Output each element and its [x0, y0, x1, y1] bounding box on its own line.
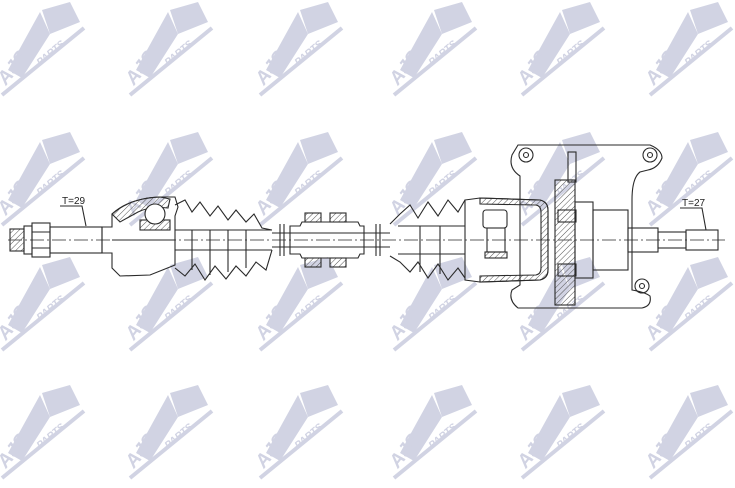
watermark-logo-icon: AJS PARTS [385, 132, 478, 227]
watermark-logo-icon: AJS PARTS [0, 257, 86, 352]
outer-cv-boot [174, 199, 273, 281]
watermark-logo-icon: AJS PARTS [251, 385, 344, 480]
watermark-logo-icon: AJS PARTS [513, 385, 606, 480]
watermark-logo-icon: AJS PARTS [641, 257, 734, 352]
inner-cv-boot [389, 199, 466, 281]
watermark-logo-icon: AJS PARTS [385, 2, 478, 97]
watermark-logo-icon: AJS PARTS [641, 132, 734, 227]
watermark-logo-icon: AJS PARTS [513, 2, 606, 97]
support-bearing [554, 179, 629, 306]
bearing-bracket [510, 144, 663, 309]
ajs-parts-watermark: AJS PARTS [385, 383, 502, 483]
left-spline-label: T=29 [62, 196, 86, 207]
ajs-parts-watermark: AJS PARTS [121, 383, 238, 483]
ajs-parts-watermark: AJS PARTS [251, 0, 368, 100]
ajs-parts-watermark: AJS PARTS [641, 383, 735, 483]
ajs-parts-watermark: AJS PARTS [0, 383, 110, 483]
watermark-logo-icon: AJS PARTS [251, 132, 344, 227]
watermark-logo-icon: AJS PARTS [0, 132, 86, 227]
ajs-parts-watermark: AJS PARTS [385, 255, 502, 355]
watermark-logo-icon: AJS PARTS [0, 385, 86, 480]
left-spline-shaft [49, 205, 103, 254]
ajs-parts-watermark: AJS PARTS [0, 255, 110, 355]
left-threaded-end [9, 222, 51, 258]
ajs-parts-watermark: AJS PARTS [385, 0, 502, 100]
ajs-parts-watermark: AJS PARTS [251, 130, 368, 230]
watermark-logo-icon: AJS PARTS [641, 385, 734, 480]
ajs-parts-watermark: AJS PARTS [385, 130, 502, 230]
ajs-parts-watermark: AJS PARTS [121, 0, 238, 100]
shaft-damper [289, 212, 365, 268]
ajs-parts-watermark: AJS PARTS [641, 130, 735, 230]
watermark-logo-icon: AJS PARTS [121, 385, 214, 480]
right-spline-shaft [627, 207, 719, 253]
watermark-logo-icon: AJS PARTS [385, 385, 478, 480]
watermark-logo-icon: AJS PARTS [641, 2, 734, 97]
watermark-logo-icon: AJS PARTS [251, 257, 344, 352]
ajs-parts-watermark: AJS PARTS [641, 255, 735, 355]
ajs-parts-watermark: AJS PARTS [513, 383, 630, 483]
watermark-logo-icon: AJS PARTS [251, 2, 344, 97]
watermark-logo-icon: AJS PARTS [121, 257, 214, 352]
ajs-parts-watermark: AJS PARTS [121, 255, 238, 355]
outer-cv-joint [101, 196, 179, 277]
watermark-logo-icon: AJS PARTS [121, 2, 214, 97]
ajs-parts-watermark: AJS PARTS [0, 0, 110, 100]
watermark-logo-icon: AJS PARTS [385, 257, 478, 352]
ajs-parts-watermark: AJS PARTS [251, 255, 368, 355]
ajs-parts-watermark: AJS PARTS [0, 130, 110, 230]
right-spline-label: T=27 [682, 198, 706, 209]
inner-tripod-joint [464, 197, 549, 283]
watermark-logo-icon: AJS PARTS [0, 2, 86, 97]
ajs-parts-watermark: AJS PARTS [513, 0, 630, 100]
intermediate-shaft [272, 224, 390, 256]
ajs-parts-watermark: AJS PARTS [251, 383, 368, 483]
ajs-parts-watermark: AJS PARTS [641, 0, 735, 100]
